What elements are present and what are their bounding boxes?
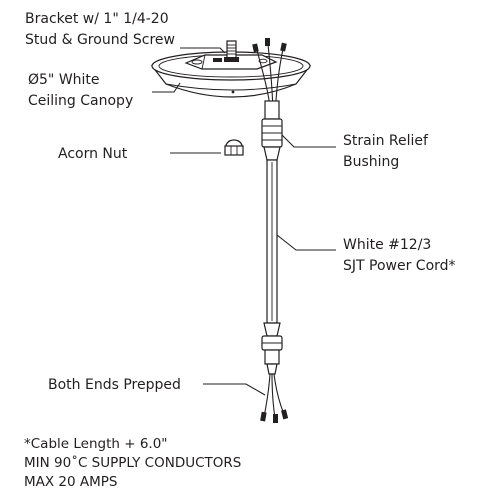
note-max-amps: MAX 20 AMPS [24,474,118,490]
upper-strain-relief-bushing [261,100,283,161]
bottom-wire-leads [260,373,289,423]
ground-screw [213,58,222,62]
note-cable-length: *Cable Length + 6.0" [24,436,168,452]
note-supply-conductors: MIN 90˚C SUPPLY CONDUCTORS [24,454,241,471]
strain-relief-label-line1: Strain Relief [343,133,429,149]
acorn-nut [224,139,244,156]
power-cord [266,159,278,324]
canopy-label-line2: Ceiling Canopy [28,93,133,109]
ends-prepped-label: Both Ends Prepped [48,377,181,393]
lower-strain-relief-bushing [261,322,283,375]
power-cord-label-line2: SJT Power Cord* [343,258,456,274]
canopy-label-line1: Ø5" White [28,72,100,88]
bracket-label-line1: Bracket w/ 1" 1/4-20 [25,11,169,27]
power-cord-label-line1: White #12/3 [343,237,431,253]
bracket-label-line2: Stud & Ground Screw [25,32,175,48]
strain-relief-label-line2: Bushing [343,154,399,170]
leader-lines [152,47,336,396]
threaded-stud [224,40,239,62]
acorn-nut-label: Acorn Nut [58,146,128,162]
